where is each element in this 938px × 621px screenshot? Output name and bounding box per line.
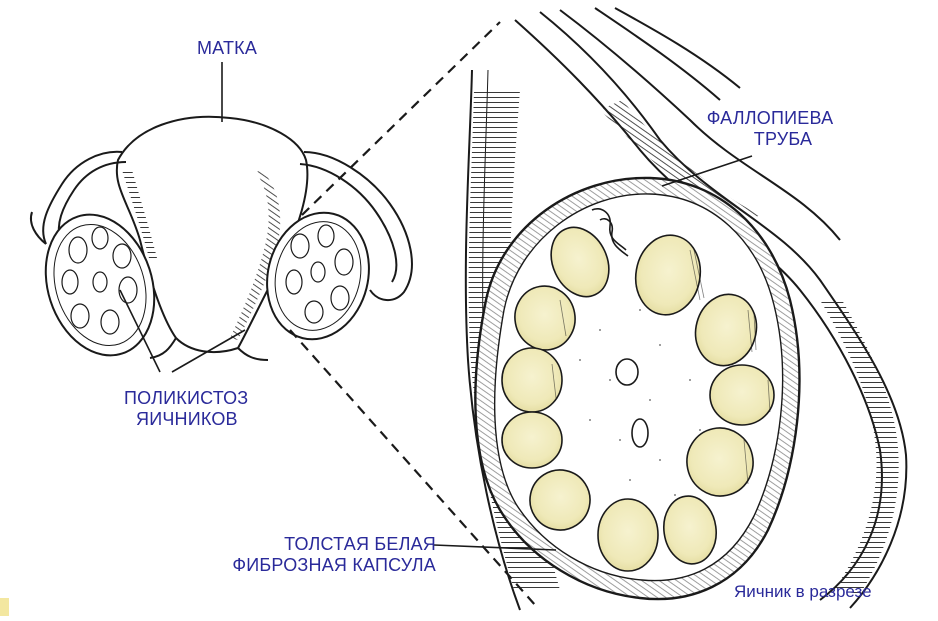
- pcos-label-line2: ЯИЧНИКОВ: [136, 409, 274, 430]
- fallopian-tube-label: ФАЛЛОПИЕВА ТРУБА: [700, 108, 840, 150]
- uterus-label: МАТКА: [192, 38, 262, 59]
- capsule-label: ТОЛСТАЯ БЕЛАЯ ФИБРОЗНАЯ КАПСУЛА: [216, 534, 436, 576]
- capsule-label-line2: ФИБРОЗНАЯ КАПСУЛА: [178, 555, 436, 576]
- fallopian-tube-label-line2: ТРУБА: [726, 129, 840, 150]
- corner-color-mark: [0, 598, 9, 616]
- capsule-label-line1: ТОЛСТАЯ БЕЛАЯ: [216, 534, 436, 555]
- uterus-drawing: [28, 117, 412, 370]
- ovary-section-caption: Яичник в разрезе: [734, 582, 872, 602]
- fallopian-tube-label-line1: ФАЛЛОПИЕВА: [700, 108, 840, 129]
- pcos-label: ПОЛИКИСТОЗ ЯИЧНИКОВ: [124, 388, 274, 430]
- ovary-section: [475, 178, 799, 599]
- pcos-label-line1: ПОЛИКИСТОЗ: [124, 388, 274, 409]
